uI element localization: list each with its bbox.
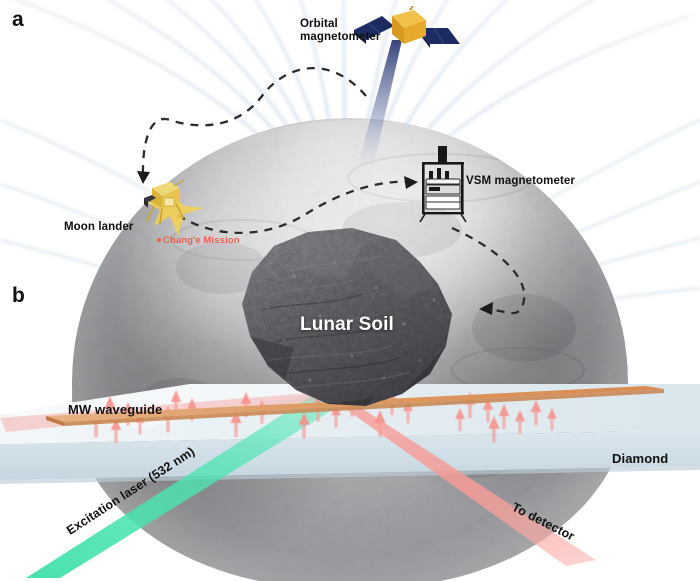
diamond-label: Diamond	[612, 451, 669, 466]
orbital-magnetometer-satellite	[352, 1, 482, 166]
change-mission-bullet-icon	[157, 237, 161, 242]
moon-lander-label: Moon lander	[64, 221, 134, 233]
orbital-magnetometer-label: Orbital magnetometer	[300, 18, 392, 44]
panel-letter-b: b	[12, 284, 25, 307]
vsm-magnetometer-instrument	[416, 146, 470, 226]
lunar-soil-sample-rock	[224, 228, 470, 410]
orbital-magnetometer-label-line1: Orbital	[300, 18, 338, 30]
change-mission-text: Chang'e Mission	[163, 235, 240, 246]
mw-waveguide-label: MW waveguide	[68, 402, 163, 417]
lunar-soil-label: Lunar Soil	[300, 314, 394, 335]
vsm-magnetometer-label: VSM magnetometer	[466, 175, 575, 187]
panel-letter-a: a	[12, 8, 24, 31]
orbital-magnetometer-label-line2: magnetometer	[300, 31, 381, 44]
moon-lander-spacecraft	[140, 178, 212, 244]
change-mission-label: Chang'e Mission	[157, 235, 240, 247]
